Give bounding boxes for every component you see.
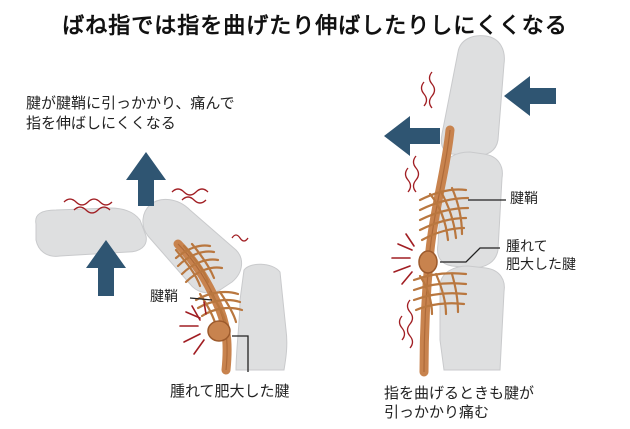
leader-left-sheath bbox=[189, 297, 213, 301]
left-note-line1: 腱が腱鞘に引っかかり、痛んで bbox=[26, 94, 235, 112]
right-proximal-bone bbox=[439, 265, 505, 371]
right-pain-burst bbox=[391, 233, 415, 285]
right-swollen-line1: 腫れて bbox=[506, 239, 548, 255]
right-pain-waves bbox=[398, 71, 436, 349]
left-note-line2: 指を伸ばしにくくなる bbox=[26, 114, 176, 132]
left-sheath-lower bbox=[194, 290, 244, 328]
left-proximal-bone bbox=[235, 263, 288, 371]
right-arrow-top bbox=[504, 76, 556, 116]
right-bottom-line2: 引っかかり痛む bbox=[384, 403, 490, 421]
left-pain-burst bbox=[179, 301, 207, 355]
right-finger bbox=[384, 35, 556, 377]
left-sheath-label: 腱鞘 bbox=[150, 289, 178, 305]
left-swollen-nodule bbox=[207, 320, 231, 342]
right-swollen-nodule bbox=[418, 250, 438, 274]
leader-right-swollen bbox=[440, 247, 500, 263]
left-middle-bone bbox=[142, 198, 242, 294]
right-sheath-upper bbox=[418, 186, 470, 242]
right-sheath-lower bbox=[412, 272, 468, 316]
leader-lines bbox=[189, 199, 506, 372]
leader-left-swollen bbox=[232, 335, 249, 372]
left-sheath-upper bbox=[174, 242, 224, 288]
left-pain-waves bbox=[63, 188, 249, 242]
page-title: ばね指では指を曲げたり伸ばしたりしにくくなる bbox=[62, 14, 568, 39]
right-arrow-left bbox=[384, 116, 440, 156]
left-arrow-up-top bbox=[126, 152, 166, 206]
left-swollen-label: 腫れて肥大した腱 bbox=[170, 382, 290, 400]
left-arrow-up-bottom bbox=[86, 240, 126, 296]
left-finger bbox=[35, 152, 288, 375]
right-sheath-label: 腱鞘 bbox=[510, 191, 538, 207]
right-bottom-line1: 指を曲げるときも腱が bbox=[384, 384, 535, 402]
left-distal-bone bbox=[35, 207, 147, 257]
right-swollen-line2: 肥大した腱 bbox=[506, 257, 576, 273]
